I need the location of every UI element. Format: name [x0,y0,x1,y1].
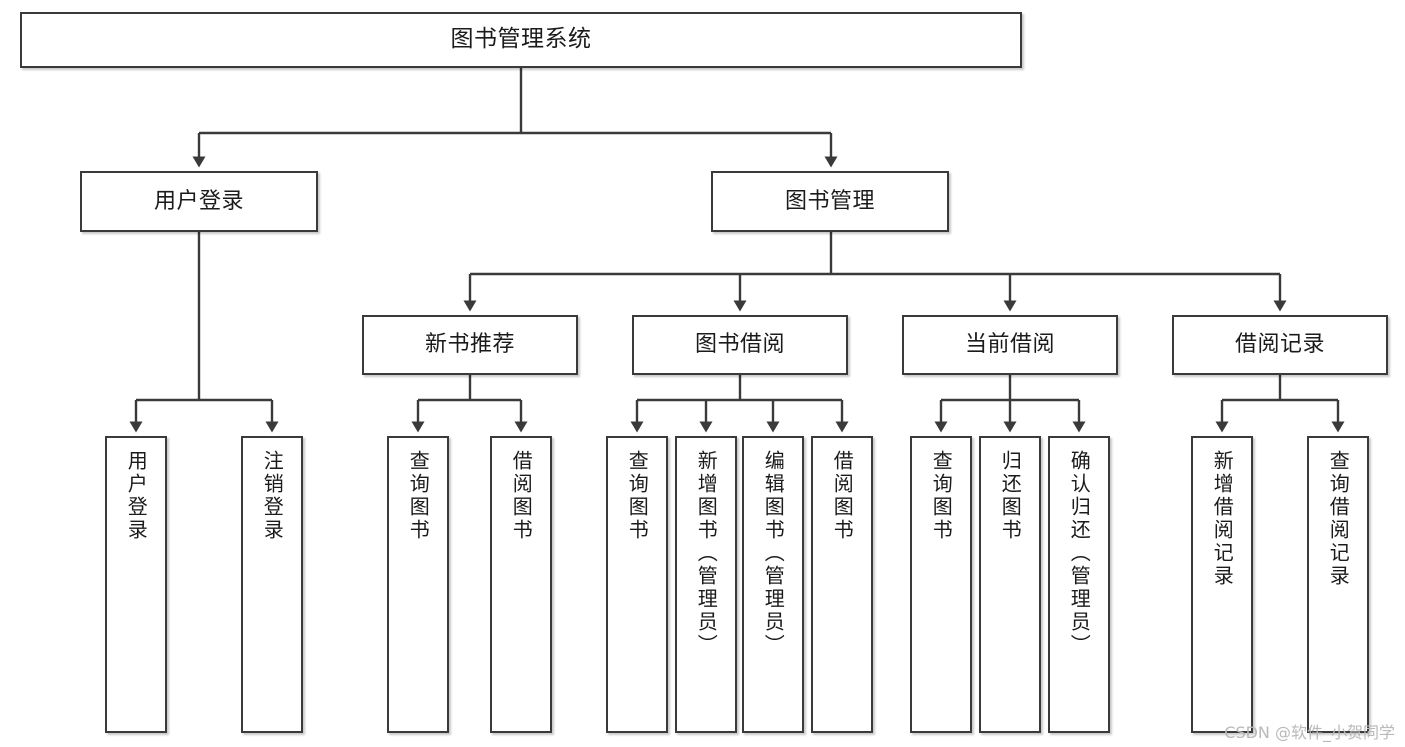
node-label: 确认归还（管理员） [1067,450,1092,657]
node-label: 图书管理系统 [450,26,592,53]
node-root-system[interactable]: 图书管理系统 [20,12,1022,68]
leaf-book-borrow-edit[interactable]: 编辑图书（管理员） [742,436,804,733]
node-label: 查询图书 [929,450,954,542]
leaf-book-borrow-add[interactable]: 新增图书（管理员） [675,436,737,733]
leaf-book-borrow-borrow[interactable]: 借阅图书 [811,436,873,733]
node-label: 查询图书 [625,450,650,542]
leaf-current-borrow-confirm-return[interactable]: 确认归还（管理员） [1048,436,1110,733]
node-label: 查询图书 [406,450,431,542]
leaf-user-login-login[interactable]: 用户登录 [105,436,167,733]
node-label: 归还图书 [998,450,1023,542]
node-label: 图书借阅 [694,332,785,358]
node-label: 编辑图书（管理员） [761,450,786,657]
leaf-borrow-record-query[interactable]: 查询借阅记录 [1307,436,1369,733]
node-current-borrow[interactable]: 当前借阅 [902,315,1118,375]
node-label: 新增图书（管理员） [694,450,719,657]
node-label: 当前借阅 [964,332,1055,358]
node-label: 注销登录 [260,450,285,542]
node-label: 用户登录 [153,188,244,214]
node-book-management[interactable]: 图书管理 [711,171,949,232]
leaf-user-login-logout[interactable]: 注销登录 [241,436,303,733]
leaf-new-book-query[interactable]: 查询图书 [387,436,449,733]
node-label: 新增借阅记录 [1210,450,1235,588]
node-label: 图书管理 [784,188,875,214]
leaf-current-borrow-query[interactable]: 查询图书 [910,436,972,733]
leaf-book-borrow-query[interactable]: 查询图书 [606,436,668,733]
watermark-text: CSDN @软件_小贺同学 [1224,723,1395,742]
node-label: 用户登录 [124,450,149,542]
node-user-login[interactable]: 用户登录 [80,171,318,232]
node-new-book-recommend[interactable]: 新书推荐 [362,315,578,375]
node-label: 借阅图书 [830,450,855,542]
node-book-borrow[interactable]: 图书借阅 [632,315,848,375]
leaf-borrow-record-add[interactable]: 新增借阅记录 [1191,436,1253,733]
node-label: 借阅图书 [509,450,534,542]
node-label: 查询借阅记录 [1326,450,1351,588]
leaf-current-borrow-return[interactable]: 归还图书 [979,436,1041,733]
leaf-new-book-borrow[interactable]: 借阅图书 [490,436,552,733]
node-label: 新书推荐 [424,332,515,358]
node-borrow-record[interactable]: 借阅记录 [1172,315,1388,375]
node-label: 借阅记录 [1234,332,1325,358]
